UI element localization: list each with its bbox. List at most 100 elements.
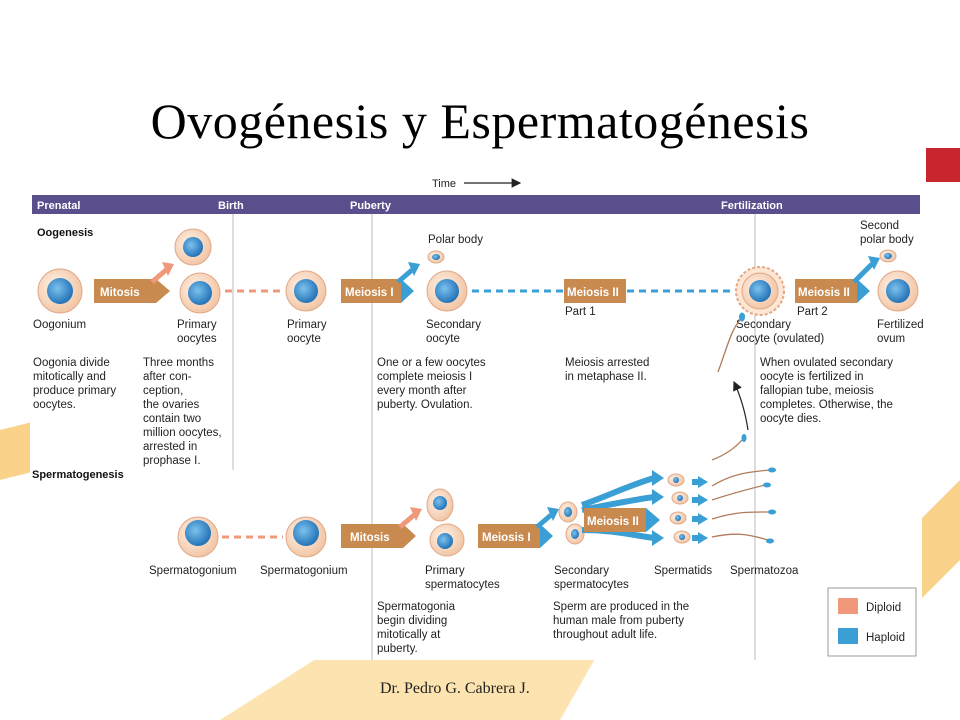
spermatid-cells — [667, 473, 691, 544]
spermatogonium-label-1: Spermatogonium — [149, 565, 237, 577]
note-meiosis1-line: complete meiosis I — [377, 371, 472, 383]
secondary-oocyte-label-1: Secondary — [426, 319, 481, 331]
note-meiosis1: One or a few oocytes complete meiosis I ev… — [377, 357, 486, 411]
legend-diploid-label: Diploid — [866, 602, 901, 614]
ovulated-sperm-head — [739, 312, 745, 322]
legend-haploid-swatch — [838, 628, 858, 644]
time-label: Time — [432, 178, 456, 190]
spermatid-arrows — [692, 476, 708, 544]
note-meiosis1-line: every month after — [377, 385, 467, 397]
note-three-months-line: arrested in — [143, 441, 197, 453]
oogenesis-meiosis1-box — [341, 279, 401, 303]
primary-oocyte-lower-cell — [179, 272, 221, 314]
note-oogonia-line: oocytes. — [33, 399, 76, 411]
fertilized-label-1: Fertilized — [877, 319, 924, 331]
note-fertilized-line: completes. Otherwise, the — [760, 399, 893, 411]
oogenesis-meiosis1-branch-head — [408, 262, 420, 276]
spermatozoa-label: Spermatozoa — [730, 565, 799, 577]
oogenesis-meiosis1-arrowhead — [401, 279, 414, 303]
ovulated-oocyte-label-2: oocyte (ovulated) — [736, 333, 824, 345]
sperm-meiosis1-arrowhead — [540, 524, 553, 548]
fertilized-ovum-cell — [877, 270, 919, 312]
oogenesis-mitosis-branch-arrow — [150, 268, 168, 284]
timeline-bar — [32, 195, 920, 214]
timeline-birth: Birth — [218, 200, 244, 212]
sperm-mitosis-branch-head — [410, 507, 422, 521]
sperm-meiosis1-branch — [535, 513, 553, 529]
oogenesis-branch-arrowhead — [162, 262, 174, 276]
legend-haploid-label: Haploid — [866, 632, 905, 644]
sperm-meiosis1-box — [478, 524, 540, 548]
oogonium-label: Oogonium — [33, 319, 86, 331]
timeline-puberty: Puberty — [350, 200, 392, 212]
spermatogonium-cell-2 — [285, 516, 327, 558]
spermatogonium-cell-1 — [177, 516, 219, 558]
primary-oocytes-label-2: oocytes — [177, 333, 217, 345]
sperm-mitosis-branch — [398, 513, 416, 529]
note-three-months-line: after con- — [143, 371, 192, 383]
note-oogonia-line: mitotically and — [33, 371, 106, 383]
note-begin-line: puberty. — [377, 643, 418, 655]
secondary-spermatocyte-cells — [558, 501, 585, 545]
oogenesis-meiosis2a-label: Meiosis II — [567, 287, 619, 299]
ovulated-oocyte-cell — [735, 266, 785, 316]
primary-spermatocyte-cells — [426, 488, 465, 557]
note-three-months-line: million oocytes, — [143, 427, 222, 439]
sperm-mitosis-label: Mitosis — [350, 532, 390, 544]
legend-diploid-swatch — [838, 598, 858, 614]
oogenesis-mitosis-box — [94, 279, 156, 303]
note-meiosis2-line: in metaphase II. — [565, 371, 647, 383]
note-fertilized: When ovulated secondary oocyte is fertili… — [760, 357, 893, 425]
secondary-spermatocytes-label-2: spermatocytes — [554, 579, 629, 591]
primary-oocyte-label-1: Primary — [287, 319, 327, 331]
oogenesis-meiosis2b-branch — [852, 262, 874, 284]
primary-oocyte-label-2: oocyte — [287, 333, 321, 345]
primary-spermatocytes-label-1: Primary — [425, 565, 465, 577]
secondary-oocyte-cell — [426, 270, 468, 312]
spermatogonium-label-2: Spermatogonium — [260, 565, 348, 577]
oogenesis-meiosis2b-box — [795, 279, 857, 303]
note-fertilized-line: oocyte is fertilized in — [760, 371, 864, 383]
oogenesis-meiosis2b-branch-head — [868, 256, 880, 270]
sperm-meiosis2-arrowhead — [646, 508, 660, 532]
secondary-spermatocytes-label-1: Secondary — [554, 565, 609, 577]
spermatids-label: Spermatids — [654, 565, 712, 577]
second-polar-body-cell — [879, 249, 897, 263]
note-fertilized-line: When ovulated secondary — [760, 357, 893, 369]
footer-author: Dr. Pedro G. Cabrera J. — [380, 680, 530, 697]
oogenesis-mitosis-label: Mitosis — [100, 287, 140, 299]
note-oogonia-line: Oogonia divide — [33, 357, 110, 369]
primary-oocyte-upper-cell — [174, 228, 212, 266]
oogenesis-meiosis1-branch — [396, 268, 414, 284]
note-meiosis1-line: One or a few oocytes — [377, 357, 486, 369]
note-three-months-line: the ovaries — [143, 399, 200, 411]
note-three-months-line: contain two — [143, 413, 201, 425]
note-sperm-line: human male from puberty — [553, 615, 684, 627]
part1-label: Part 1 — [565, 306, 596, 318]
timeline-fertilization: Fertilization — [721, 200, 783, 212]
note-begin-line: begin dividing — [377, 615, 447, 627]
orange-swoosh-right — [920, 480, 960, 600]
oogenesis-mitosis-arrowhead — [156, 279, 170, 303]
spermatozoa-cells — [711, 434, 776, 544]
ovulated-oocyte-label-1: Secondary — [736, 319, 791, 331]
secondary-oocyte-label-2: oocyte — [426, 333, 460, 345]
note-three-months-line: Three months — [143, 357, 214, 369]
primary-oocytes-label-1: Primary — [177, 319, 217, 331]
slide-title: Ovogénesis y Espermatogénesis — [150, 93, 810, 149]
oogenesis-heading: Oogenesis — [37, 227, 93, 239]
orange-swoosh-bottom — [220, 650, 600, 720]
oogenesis-meiosis2b-label: Meiosis II — [798, 287, 850, 299]
note-fertilized-line: oocyte dies. — [760, 413, 821, 425]
polar-body-label: Polar body — [428, 234, 483, 246]
note-meiosis1-line: puberty. Ovulation. — [377, 399, 473, 411]
sperm-meiosis1-label: Meiosis I — [482, 532, 531, 544]
oogenesis-meiosis2a-box — [564, 279, 626, 303]
note-begin-line: Spermatogonia — [377, 601, 456, 613]
note-fertilized-line: fallopian tube, meiosis — [760, 385, 874, 397]
note-meiosis2-line: Meiosis arrested — [565, 357, 649, 369]
note-sperm-line: throughout adult life. — [553, 629, 657, 641]
